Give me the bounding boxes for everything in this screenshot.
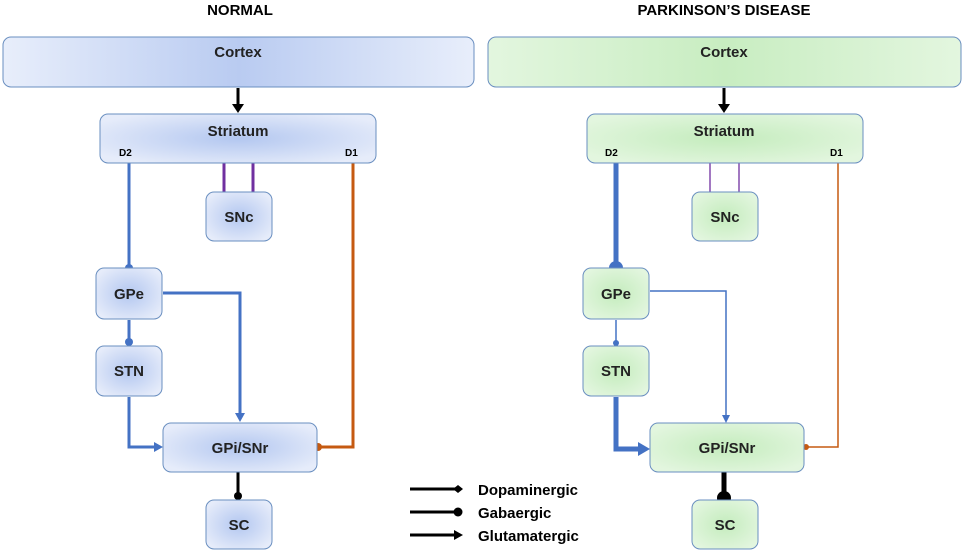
parkinsons-gpe-label: GPe: [601, 286, 631, 303]
parkinsons-stn-box: [582, 345, 650, 397]
normal-stn-to-gpi-arrowhead: [154, 442, 163, 452]
legend-glutamatergic-arrowhead: [454, 530, 463, 540]
parkinsons-gpe-to-stn-dot: [613, 340, 619, 346]
parkinsons-gpe-box: [582, 267, 650, 320]
legend-dopaminergic-diamond: [453, 485, 463, 493]
parkinsons-d1-to-gpi-line: [806, 163, 839, 448]
parkinsons-striatum-box: [586, 113, 864, 164]
parkinsons-stn-to-gpi-line: [613, 397, 640, 452]
parkinsons-snc-box: [691, 191, 759, 242]
normal-d1-label: D1: [345, 148, 358, 159]
parkinsons-cortex-label: Cortex: [700, 44, 748, 61]
parkinsons-cortex-box: [487, 36, 962, 88]
parkinsons-sc-label: SC: [715, 517, 736, 534]
normal-sc-label: SC: [229, 517, 250, 534]
normal-d1-to-gpi-line: [318, 163, 355, 449]
normal-cortex-box: [2, 36, 475, 88]
normal-snc-box: [205, 191, 273, 242]
legend-dopaminergic-label: Dopaminergic: [478, 482, 578, 499]
parkinsons-d1-label: D1: [830, 148, 843, 159]
parkinsons-cortex-to-striatum-arrowhead: [718, 104, 730, 113]
parkinsons-snc-label: SNc: [710, 209, 739, 226]
normal-cortex-label: Cortex: [214, 44, 262, 61]
normal-gpe-label: GPe: [114, 286, 144, 303]
normal-striatum-label: Striatum: [208, 123, 269, 140]
normal-gpi-to-sc-dot: [234, 492, 242, 500]
parkinsons-stn-label: STN: [601, 363, 631, 380]
normal-gpi-box: [162, 422, 318, 473]
normal-gpe-to-gpi-arrowhead: [235, 413, 245, 422]
normal-stn-to-gpi-line: [127, 397, 154, 449]
normal-stn-label: STN: [114, 363, 144, 380]
parkinsons-title: PARKINSON’S DISEASE: [637, 2, 810, 19]
normal-gpe-to-gpi-line: [163, 291, 242, 413]
legend: Dopaminergic Gabaergic Glutamatergic: [410, 482, 579, 545]
normal-striatum-box: [99, 113, 377, 164]
normal-stn-box: [95, 345, 163, 397]
normal-d2-label: D2: [119, 148, 132, 159]
parkinsons-panel: PARKINSON’S DISEASE: [487, 2, 962, 550]
normal-title: NORMAL: [207, 2, 273, 19]
parkinsons-stn-to-gpi-arrowhead: [638, 442, 650, 456]
parkinsons-gpi-box: [649, 422, 805, 473]
normal-gpi-label: GPi/SNr: [212, 440, 269, 457]
normal-snc-label: SNc: [224, 209, 253, 226]
parkinsons-d2-label: D2: [605, 148, 618, 159]
legend-glutamatergic-label: Glutamatergic: [478, 528, 579, 545]
legend-gabaergic-label: Gabaergic: [478, 505, 551, 522]
normal-cortex-to-striatum-arrowhead: [232, 104, 244, 113]
normal-gpe-to-stn-dot: [125, 338, 133, 346]
normal-gpe-box: [95, 267, 163, 320]
parkinsons-gpe-to-gpi-line: [650, 290, 727, 415]
normal-sc-box: [205, 499, 273, 550]
legend-gabaergic-dot: [453, 507, 463, 517]
parkinsons-gpi-label: GPi/SNr: [699, 440, 756, 457]
normal-panel: NORMAL: [2, 2, 475, 550]
parkinsons-sc-box: [691, 499, 759, 550]
parkinsons-striatum-label: Striatum: [694, 123, 755, 140]
parkinsons-gpe-to-gpi-arrowhead: [722, 415, 730, 423]
